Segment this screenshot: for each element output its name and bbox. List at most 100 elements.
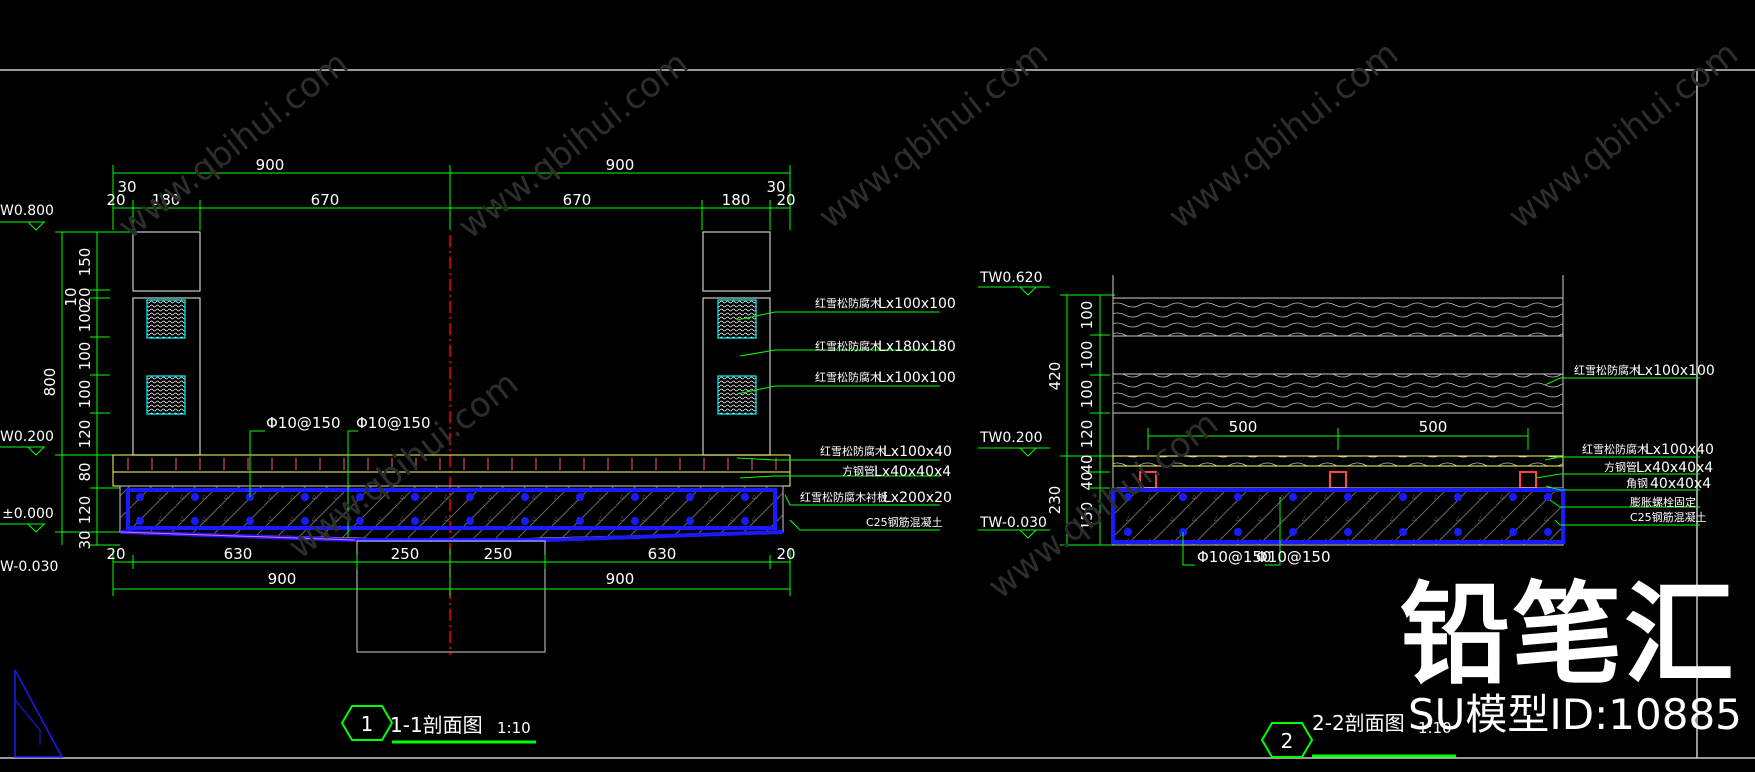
pier (356, 540, 546, 653)
wm-url-4: www.qbihui.com (1161, 33, 1406, 237)
dim-left-20: 20 (76, 287, 94, 306)
dim-20-b: 20 (776, 191, 795, 209)
title-number-2: 2 (1281, 729, 1294, 753)
model-id-watermark: SU模型ID:10885 (1408, 690, 1742, 739)
note2-1-spec: Lx100x100 (1637, 363, 1715, 379)
dim-30-left: 30 (117, 178, 136, 196)
note2-3-name: 方钢管 (1604, 460, 1637, 474)
rebar-label-1: Φ10@150 (266, 414, 341, 432)
title-1: 1-1剖面图 (390, 713, 483, 737)
dim-b-630-b: 630 (648, 545, 677, 563)
concrete-slab (119, 485, 784, 542)
note2-4-spec: 40x40x4 (1650, 476, 1711, 492)
note1-6-spec: Lx200x20 (883, 490, 952, 506)
dim2-left-150: 150 (1078, 502, 1096, 531)
level-w0200: W0.200 (0, 429, 54, 445)
section-1-1: 900 900 30 30 20 180 670 670 180 20 150 … (0, 156, 956, 744)
note1-1-spec: Lx100x100 (878, 296, 956, 312)
dim2-left-100-c: 100 (1078, 380, 1096, 409)
level-w0800: W0.800 (0, 203, 54, 219)
dim-b-20-b: 20 (776, 545, 795, 563)
dim-left-100-a: 100 (76, 304, 94, 333)
dim-left-80: 80 (76, 462, 94, 481)
post-left (132, 231, 201, 456)
note1-5-name: 方钢管 (842, 464, 875, 478)
dim2-left-40-b: 40 (1078, 471, 1096, 490)
note1-1-name: 红雪松防腐木 (815, 296, 881, 310)
dim-left-120: 120 (76, 420, 94, 449)
note2-6-name: C25钢筋混凝土 (1630, 510, 1707, 524)
dim-670-a: 670 (311, 191, 340, 209)
scale-1: 1:10 (497, 719, 531, 737)
note2-5-name: 膨胀螺栓固定 (1630, 495, 1696, 509)
title-2: 2-2剖面图 (1312, 711, 1405, 735)
note2-3-spec: Lx40x40x4 (1636, 460, 1713, 476)
deck-layer (112, 454, 791, 473)
dim-180-a: 180 (152, 191, 181, 209)
post-right (702, 231, 771, 456)
note2-4-name: 角钢 (1626, 477, 1648, 490)
dim-30-right: 30 (766, 178, 785, 196)
dim2-span-500-b: 500 (1419, 418, 1448, 436)
note1-4-name: 红雪松防腐木 (820, 444, 886, 458)
dim2-left-230: 230 (1046, 486, 1064, 515)
level-w-0030: W-0.030 (0, 559, 58, 575)
rebar-cage (126, 488, 777, 530)
note1-5-spec: Lx40x40x4 (874, 464, 951, 480)
scale-2: 1:10 (1418, 719, 1452, 737)
deck-board-2 (1112, 455, 1564, 467)
note1-3-spec: Lx100x100 (878, 370, 956, 386)
wm-url-5: www.qbihui.com (1501, 33, 1746, 237)
dim-b-630-a: 630 (224, 545, 253, 563)
dim-b-250-b: 250 (484, 545, 513, 563)
dim-left-150: 150 (76, 248, 94, 277)
wood-beam-upper (1112, 297, 1564, 337)
rebar-label-2: Φ10@150 (356, 414, 431, 432)
dim2-left-100-a: 100 (1078, 301, 1096, 330)
dim-left-120-b: 120 (76, 496, 94, 525)
dim-670-b: 670 (563, 191, 592, 209)
section-2-2: TW0.620 TW0.200 TW-0.030 100 100 100 120… (978, 270, 1715, 758)
note1-2-name: 红雪松防腐木 (815, 339, 881, 353)
level-pm0000: ±0.000 (2, 506, 54, 522)
wm-url-3: www.qbihui.com (811, 33, 1056, 237)
dim-left-800: 800 (41, 368, 59, 397)
title-hexagon-2 (1260, 722, 1314, 758)
triangle-glyph (14, 669, 64, 758)
dim-left-100-b: 100 (76, 342, 94, 371)
dim-left-100-c: 100 (76, 380, 94, 409)
dim2-left-120: 120 (1078, 420, 1096, 449)
note1-6-name: 红雪松防腐木衬板 (800, 490, 888, 504)
note1-4-spec: Lx100x40 (883, 444, 952, 460)
concrete-slab-2 (1112, 487, 1564, 546)
wm-url-1: www.qbihui.com (111, 43, 356, 247)
level-tw-0030: TW-0.030 (979, 515, 1047, 531)
note1-2-spec: Lx180x180 (878, 339, 956, 355)
wood-beam-lower (1112, 373, 1564, 414)
dim-b-900-b: 900 (606, 570, 635, 588)
level-tw0200: TW0.200 (979, 430, 1042, 446)
brand-watermark: 铅笔汇 (1400, 571, 1736, 699)
note1-3-name: 红雪松防腐木 (815, 370, 881, 384)
dim-20-a: 20 (106, 191, 125, 209)
level-tw0620: TW0.620 (979, 270, 1042, 286)
dim2-span-500-a: 500 (1229, 418, 1258, 436)
note2-1-name: 红雪松防腐木 (1574, 363, 1640, 377)
dim-b-250-a: 250 (391, 545, 420, 563)
rebar2-label-1: Φ10@150 (1197, 548, 1272, 566)
note2-2-spec: Lx100x40 (1645, 442, 1714, 458)
dim-b-20-a: 20 (106, 545, 125, 563)
dim2-left-100-b: 100 (1078, 341, 1096, 370)
title-number-1: 1 (361, 712, 374, 736)
dim-top-900-left: 900 (256, 156, 285, 174)
dim2-left-40-a: 40 (1078, 454, 1096, 473)
note2-2-name: 红雪松防腐木 (1582, 442, 1648, 456)
note1-7-name: C25钢筋混凝土 (866, 515, 943, 529)
dim-180-b: 180 (722, 191, 751, 209)
rebar2-label-2: Φ10@150 (1256, 548, 1331, 566)
dim2-left-420: 420 (1046, 362, 1064, 391)
title-hexagon-1 (340, 705, 394, 741)
dim-left-30: 30 (76, 530, 94, 549)
dim-left-10: 10 (62, 287, 80, 306)
